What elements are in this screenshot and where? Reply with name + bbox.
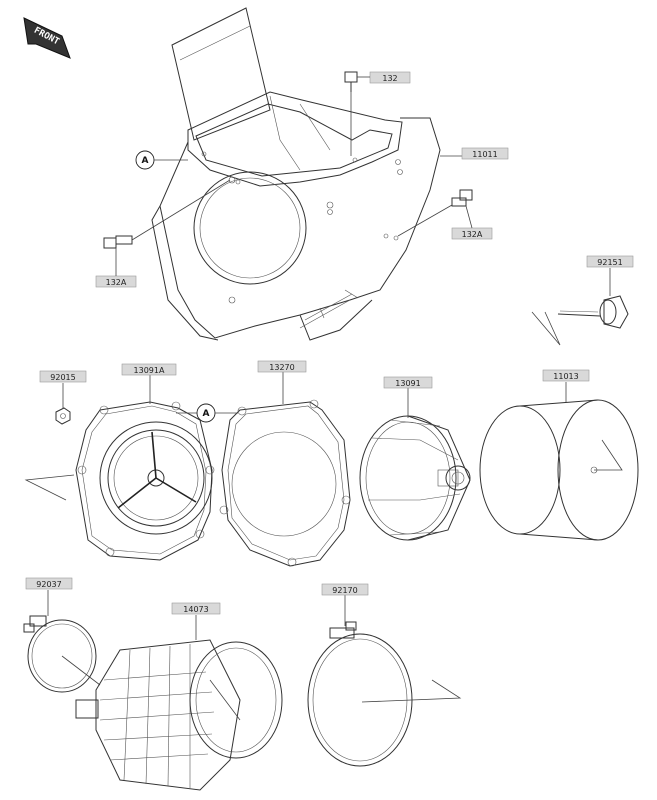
callout-13091-label: 13091 <box>395 379 420 388</box>
ref-mark-a-mid-label: A <box>203 409 210 419</box>
ref-mark-a-top: A <box>135 150 188 170</box>
callout-92170: 92170 <box>321 583 369 596</box>
gasket-13270 <box>219 372 351 567</box>
callout-13091: 13091 <box>383 376 433 389</box>
callout-11011: 11011 <box>461 147 509 160</box>
callout-13270-label: 13270 <box>269 363 294 372</box>
callout-92037: 92037 <box>25 577 73 590</box>
wing-bolt-92151 <box>531 268 629 346</box>
element-cage-13091 <box>359 388 471 541</box>
callout-132a-right: 132A <box>451 205 493 240</box>
front-arrow-icon <box>23 17 71 59</box>
callout-92015: 92015 <box>39 370 87 383</box>
foam-element-11013 <box>479 382 639 541</box>
bolt-132a-right <box>397 189 473 237</box>
callout-13091a-label: 13091A <box>134 366 165 375</box>
front-badge: FRONT <box>23 17 71 59</box>
element-frame-13091a <box>24 375 215 561</box>
air-box-housing <box>151 7 441 341</box>
callout-13270: 13270 <box>257 360 307 373</box>
clamp-92037 <box>23 590 101 693</box>
callout-92037-label: 92037 <box>36 580 61 589</box>
callout-92151: 92151 <box>586 255 634 268</box>
bolt-132a-left <box>103 179 231 249</box>
callout-92151-label: 92151 <box>597 258 622 267</box>
callout-14073: 14073 <box>171 602 221 615</box>
inlet-duct-14073 <box>75 615 283 791</box>
callout-132-label: 132 <box>382 74 397 83</box>
ref-mark-a-top-label: A <box>142 156 149 166</box>
callout-132a-left-label: 132A <box>106 278 127 287</box>
bolt-132 <box>344 71 358 156</box>
callout-132: 132 <box>357 71 411 84</box>
ref-mark-a-mid: A <box>196 403 238 423</box>
callout-11011-label: 11011 <box>472 150 497 159</box>
callout-92015-label: 92015 <box>50 373 75 382</box>
callout-13091a: 13091A <box>121 363 177 376</box>
clamp-92170 <box>307 595 462 767</box>
callout-11013-label: 11013 <box>553 372 578 381</box>
nut-92015 <box>55 383 71 425</box>
callout-92170-label: 92170 <box>332 586 357 595</box>
callout-132a-right-label: 132A <box>462 230 483 239</box>
callout-11013: 11013 <box>542 369 590 382</box>
callout-132a-left: 132A <box>95 248 137 288</box>
callout-14073-label: 14073 <box>183 605 208 614</box>
